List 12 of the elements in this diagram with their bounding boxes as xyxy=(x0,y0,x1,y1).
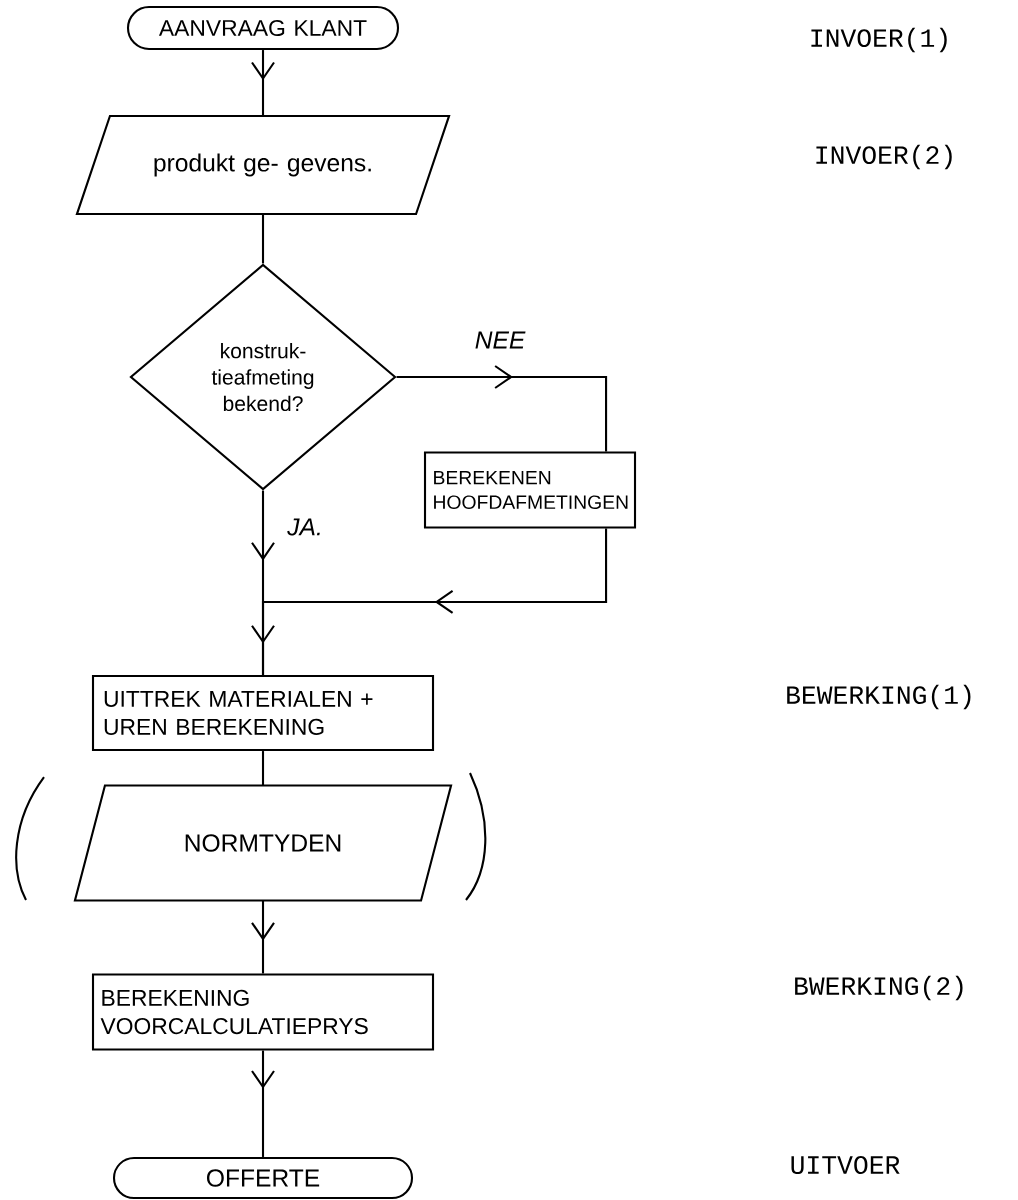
stage-label: BWERKING(2) xyxy=(795,975,963,1001)
input-parallelogram: produkt ge- gevens. xyxy=(75,114,451,216)
edge-label: JA. xyxy=(285,516,325,538)
stage-label: INVOER(1) xyxy=(811,27,947,53)
process-box: BEREKENING VOORCALCULATIEPRYS xyxy=(91,973,435,1051)
stage-label: INVOER(2) xyxy=(816,144,952,170)
edge-label: NEE xyxy=(472,329,528,351)
process-box: UITTREK MATERIALEN + UREN BEREKENING xyxy=(91,674,435,752)
stage-label: UITVOER xyxy=(791,1156,900,1174)
stage-label: BEWERKING(1) xyxy=(787,684,971,710)
input-parallelogram: NORMTYDEN xyxy=(73,784,453,902)
process-box: BEREKENEN HOOFDAFMETINGEN xyxy=(423,451,637,529)
